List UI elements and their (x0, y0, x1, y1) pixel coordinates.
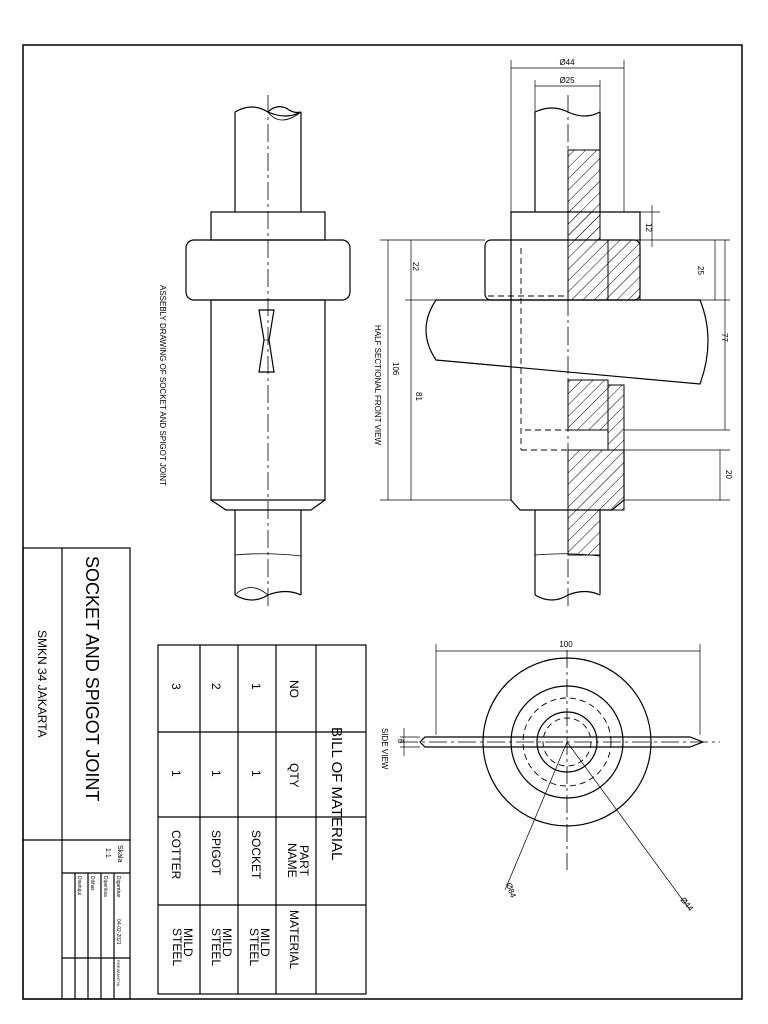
bom-header-qty: QTY (287, 763, 301, 788)
side-centerlines (400, 650, 720, 870)
bom-cell-part: COTTER (169, 830, 183, 880)
digambar-value: 04-02-2021 (115, 919, 121, 945)
assembly-caption: ASSEBLY DRAWING OF SOCKET AND SPIGOT JOI… (158, 285, 167, 486)
bom-header-part-2: NAME (285, 843, 299, 878)
bom-row-cotter: 3 1 COTTER MILD STEEL (169, 683, 195, 966)
dim-d84: Ø84 (504, 882, 518, 900)
section-hatch (567, 149, 641, 556)
bom-cell-material-1: MILD (181, 928, 195, 957)
bom-row-spigot: 2 1 SPIGOT MILD STEEL (209, 683, 234, 966)
bom-cell-material-2: STEEL (209, 928, 223, 966)
bom-cell-material-2: STEEL (170, 928, 184, 966)
dim-81: 81 (414, 392, 423, 401)
sheet-title: SOCKET AND SPIGOT JOINT (82, 556, 102, 801)
dim-25: 25 (696, 266, 705, 275)
bom-cell-material-1: MILD (220, 928, 234, 957)
bom-cell-no: 3 (169, 683, 183, 690)
bom-header-no: NO (287, 680, 301, 698)
bom-table (157, 644, 367, 995)
disetujui-label: Disetujui (76, 876, 82, 895)
dim-d25-top: Ø25 (559, 76, 575, 85)
section-hidden-lines (488, 248, 608, 451)
bom-cell-qty: 1 (169, 770, 183, 777)
bom-header-part-1: PART (297, 845, 311, 877)
side-dimension-lines (400, 644, 701, 911)
bom-cell-no: 1 (249, 683, 263, 690)
bom-cell-no: 2 (209, 683, 223, 690)
bom-cell-material-1: MILD (258, 928, 272, 957)
bom-cell-material-2: STEEL (247, 928, 261, 966)
bom-cell-part: SPIGOT (209, 830, 223, 876)
sheet-border (22, 44, 743, 1000)
dim-22: 22 (411, 262, 420, 271)
dim-77: 77 (720, 333, 729, 342)
dim-6: 6 (396, 739, 405, 744)
dim-100: 100 (559, 640, 573, 649)
skala-label: Skala (116, 845, 123, 863)
title-block (22, 547, 131, 1000)
school-name: SMKN 34 JAKARTA (35, 630, 49, 738)
digambar-label: Digambar (115, 876, 121, 898)
diperiksa-label: Diperiksa (102, 876, 108, 897)
bom-header-material: MATERIAL (287, 910, 301, 969)
side-caption: SIDE VIEW (380, 728, 389, 770)
dilihat-label: Dilihat (89, 876, 95, 891)
dim-20: 20 (724, 470, 733, 479)
bom-title: BILL OF MATERIAL (328, 727, 345, 860)
dim-d44-side: Ø44 (678, 896, 695, 914)
bom-cell-qty: 1 (249, 770, 263, 777)
bom-cell-part: SOCKET (249, 830, 263, 880)
skala-value: 1:1 (104, 848, 111, 858)
dim-12: 12 (644, 223, 653, 232)
dim-d44-top: Ø44 (559, 58, 575, 67)
section-dimension-lines (380, 60, 730, 501)
dim-106: 106 (391, 362, 400, 376)
section-view (425, 107, 709, 601)
bom-header-row: NO QTY PART NAME MATERIAL (285, 680, 311, 969)
section-caption: HALF SECTIONAL FRONT VIEW (373, 325, 382, 445)
bom-cell-qty: 1 (209, 770, 223, 777)
bom-row-socket: 1 1 SOCKET MILD STEEL (247, 683, 272, 966)
digambar-name: PGEISIANTYA (116, 960, 121, 987)
